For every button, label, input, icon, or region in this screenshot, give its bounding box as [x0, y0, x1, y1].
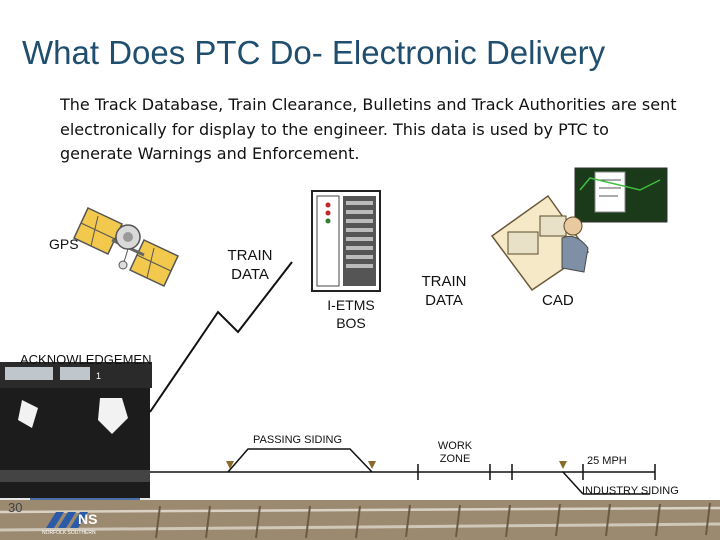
logo-caption: NORFOLK SOUTHERN [42, 530, 96, 536]
train-data-left-label: TRAIN DATA [227, 247, 273, 283]
passing-siding-label: PASSING SIDING [253, 434, 343, 446]
data-link-bolt [149, 261, 293, 413]
svg-text:NS: NS [78, 511, 97, 527]
satellite-icon [73, 207, 179, 287]
track-diagram [150, 448, 656, 495]
norfolk-southern-logo: NS [46, 511, 97, 528]
rail [0, 522, 720, 532]
intro-paragraph: The Track Database, Train Clearance, Bul… [60, 95, 677, 163]
page-number: 30 [8, 500, 23, 515]
page-title: What Does PTC Do- Electronic Delivery [22, 34, 606, 71]
svg-text:1: 1 [96, 371, 101, 381]
gps-label: GPS [49, 236, 79, 252]
industry-siding-label: INDUSTRY SIDING [582, 485, 679, 497]
dispatcher-desk-icon [490, 167, 668, 292]
signal-markers [226, 461, 567, 469]
i-etms-bos-label: I-ETMS BOS [327, 297, 375, 331]
speed-restriction-label: 25 MPH [587, 455, 627, 467]
train-data-right-label: TRAIN DATA [421, 273, 467, 309]
server-icon [311, 190, 381, 292]
work-zone-label: WORK ZONE [437, 440, 473, 465]
acknowledgement-label: ACKNOWLEDGEMEN [20, 352, 152, 367]
locomotive-icon: 1 [0, 362, 152, 522]
cad-label: CAD [542, 292, 574, 309]
